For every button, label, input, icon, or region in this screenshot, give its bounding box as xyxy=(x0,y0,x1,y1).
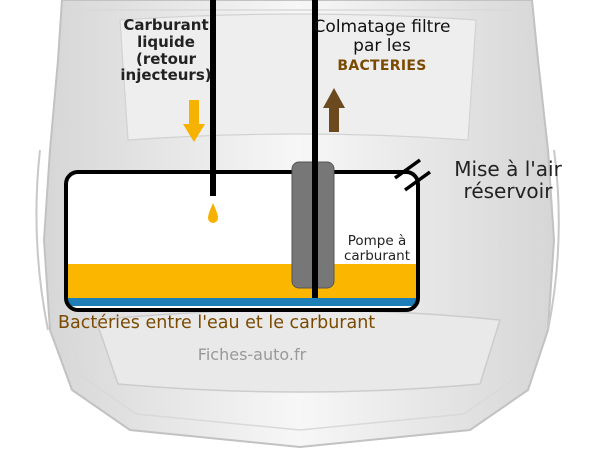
filter-clogging-text: Colmatage filtre par les xyxy=(313,17,451,57)
fuel-layer xyxy=(68,264,416,300)
bacteries-emphasis: BACTERIES xyxy=(337,58,427,75)
filter-clogging-label: Colmatage filtre par les BACTERIES xyxy=(312,17,452,75)
tank-vent xyxy=(393,158,432,192)
return-fuel-label: Carburant liquide (retour injecteurs) xyxy=(120,16,212,85)
tank-vent-label: Mise à l'air réservoir xyxy=(454,157,562,204)
arrow-down-icon xyxy=(183,100,205,142)
water-layer xyxy=(68,298,416,306)
source-watermark: Fiches-auto.fr xyxy=(197,345,307,364)
bacteria-zone-label: Bactéries entre l'eau et le carburant xyxy=(58,313,376,333)
fuel-drop-icon xyxy=(208,203,218,223)
fuel-pump-label: Pompe à carburant xyxy=(343,233,411,265)
arrow-up-icon xyxy=(323,88,345,132)
